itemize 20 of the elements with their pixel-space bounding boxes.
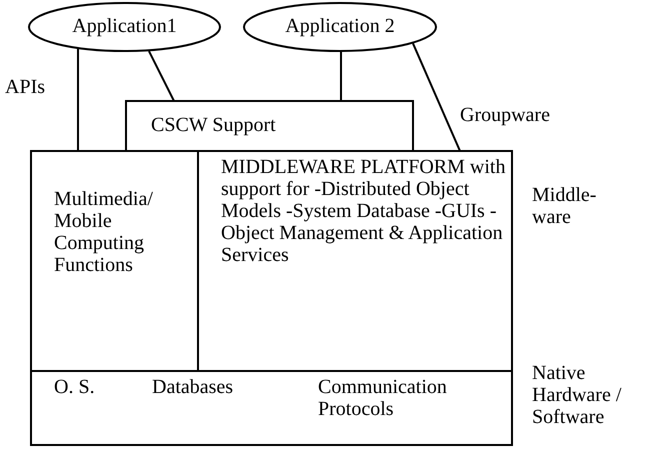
- connector-line: [340, 52, 342, 101]
- node-text: MIDDLEWARE PLATFORM with support for -Distributed Object Models -System Database -GUIs -Object Management & Application Services: [221, 156, 506, 266]
- layer-label: Middle- ware: [532, 184, 598, 228]
- native-layer-box: [30, 370, 513, 446]
- node-text: CSCW Support: [151, 114, 277, 136]
- connector-line: [77, 48, 79, 151]
- node-text: Application 2: [284, 15, 396, 37]
- application-ellipse: [28, 2, 221, 52]
- support-layer-box: [125, 100, 414, 152]
- node-text: Databases: [152, 376, 234, 398]
- node-text: O. S.: [54, 376, 96, 398]
- application-ellipse: [243, 2, 437, 52]
- node-text: Communication Protocols: [318, 376, 448, 420]
- node-text: Multimedia/ Mobile Computing Functions: [54, 188, 154, 276]
- connector-line: [412, 43, 461, 152]
- layer-label: Groupware: [460, 104, 551, 126]
- node-text: Application1: [71, 15, 178, 37]
- layer-label: Native Hardware / Software: [532, 362, 622, 428]
- connector-line: [148, 50, 175, 102]
- layer-label: APIs: [5, 76, 46, 98]
